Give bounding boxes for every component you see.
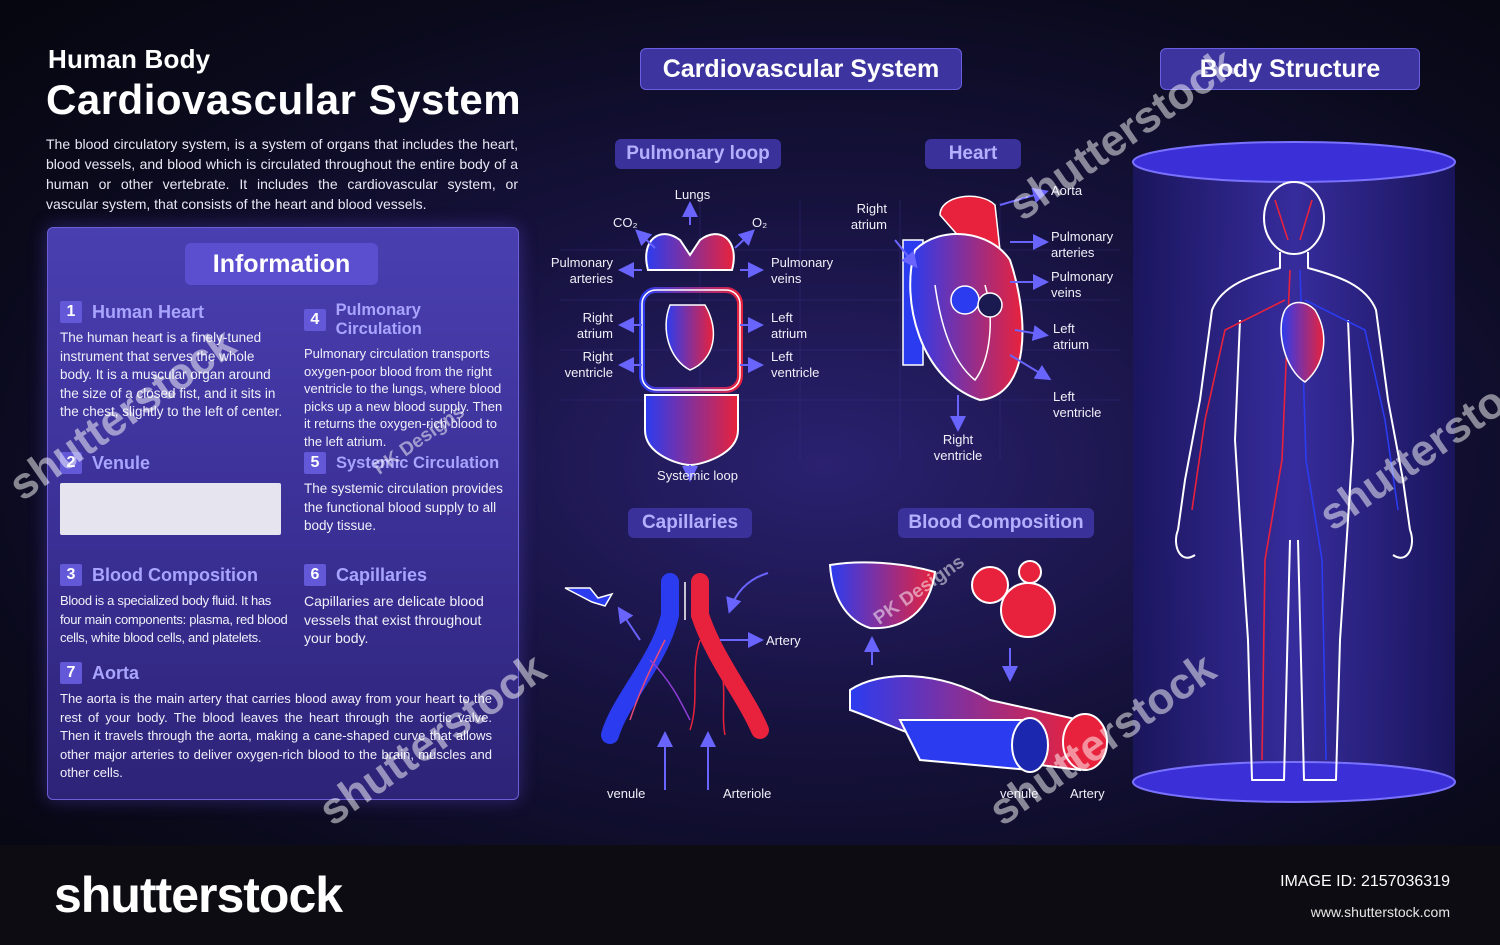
page-title: Cardiovascular System [46,76,522,123]
heart-title: Heart [925,139,1021,169]
heart-label-right-ventricle: Right ventricle [933,432,983,463]
heart-label-aorta: Aorta [1051,183,1083,198]
shutterstock-logo[interactable]: shutterstock [54,867,343,923]
item-title: Pulmonary Circulation [335,301,422,338]
blood-composition-title: Blood Composition [898,508,1094,538]
footer-bar [0,845,1500,945]
item-number: 7 [60,662,82,684]
info-item-capillaries: 6 Capillaries Capillaries are delicate bl… [304,564,509,648]
capillary-label-artery: Artery [766,633,801,648]
item-title: Human Heart [92,301,205,322]
label-left-atrium: Left atrium [771,310,808,341]
image-id: IMAGE ID: 2157036319 [1280,873,1450,890]
section-body-structure-title: Body Structure [1160,48,1420,90]
info-item-systemic-circulation: 5 Systemic Circulation The systemic circu… [304,452,509,536]
pulmonary-loop-title: Pulmonary loop [615,139,781,169]
label-left-ventricle: Left ventricle [771,349,820,380]
label-pulmonary-veins: Pulmonary veins [771,255,834,286]
blood-label-artery: Artery [1070,786,1105,801]
item-title: Blood Composition [92,564,258,585]
item-title: Venule [92,452,151,473]
capillary-label-venule: venule [607,786,646,801]
item-number: 1 [60,301,82,323]
item-number: 6 [304,564,326,586]
item-text: Pulmonary circulation transports oxygen-… [304,346,503,449]
info-item-human-heart: 1 Human Heart The human heart is a finely… [60,301,285,422]
intro-paragraph: The blood circulatory system, is a syste… [46,136,518,212]
heart-label-left-ventricle: Left ventricle [1053,389,1102,420]
capillaries-diagram [564,572,769,790]
item-number: 5 [304,452,326,474]
item-title: Capillaries [336,564,428,585]
pulmonary-loop-diagram [618,201,764,482]
information-title: Information [185,243,378,285]
infographic-canvas: Human Body Cardiovascular System The blo… [0,0,1500,845]
heart-diagram [894,187,1052,432]
label-o2: O₂ [752,215,768,230]
capillary-label-arteriole: Arteriole [723,786,772,801]
item-title: Aorta [92,662,140,683]
heart-label-pulmonary-arteries: Pulmonary arteries [1051,229,1114,260]
label-lungs: Lungs [674,187,711,202]
label-right-ventricle: Right ventricle [564,349,613,380]
item-text: The human heart is a finely-tuned instru… [60,330,283,419]
item-number: 3 [60,564,82,586]
site-link[interactable]: www.shutterstock.com [1310,904,1450,920]
item-text: Capillaries are delicate blood vessels t… [304,593,484,646]
capillaries-title: Capillaries [628,508,752,538]
label-pulmonary-arteries: Pulmonary arteries [550,255,613,286]
item-number: 2 [60,452,82,474]
label-right-atrium: Right atrium [576,310,613,341]
section-cardiovascular-title: Cardiovascular System [640,48,962,90]
item-number: 4 [304,309,326,331]
heart-label-pulmonary-veins: Pulmonary veins [1051,269,1114,300]
heart-label-left-atrium: Left atrium [1053,321,1090,352]
item-text: The systemic circulation provides the fu… [304,481,503,533]
venule-text-placeholder [60,483,281,535]
label-co2: CO₂ [613,215,638,230]
body-structure-diagram [1132,141,1456,803]
item-title: Systemic Circulation [336,453,500,472]
blood-composition-diagram [828,560,1108,773]
cardiovascular-diagrams [560,141,1456,803]
blood-label-venule: venule [1000,786,1039,801]
heart-label-right-atrium: Right atrium [850,201,887,232]
info-item-pulmonary-circulation: 4 Pulmonary Circulation Pulmonary circula… [304,301,509,450]
page-subtitle: Human Body [48,44,211,74]
item-text: Blood is a specialized body fluid. It ha… [60,593,288,645]
item-text: The aorta is the main artery that carrie… [60,691,492,780]
info-item-venule: 2 Venule [60,452,285,474]
label-systemic-loop: Systemic loop [657,468,738,483]
info-item-aorta: 7 Aorta The aorta is the main artery that… [60,662,492,783]
info-item-blood-composition: 3 Blood Composition Blood is a specialize… [60,564,290,648]
